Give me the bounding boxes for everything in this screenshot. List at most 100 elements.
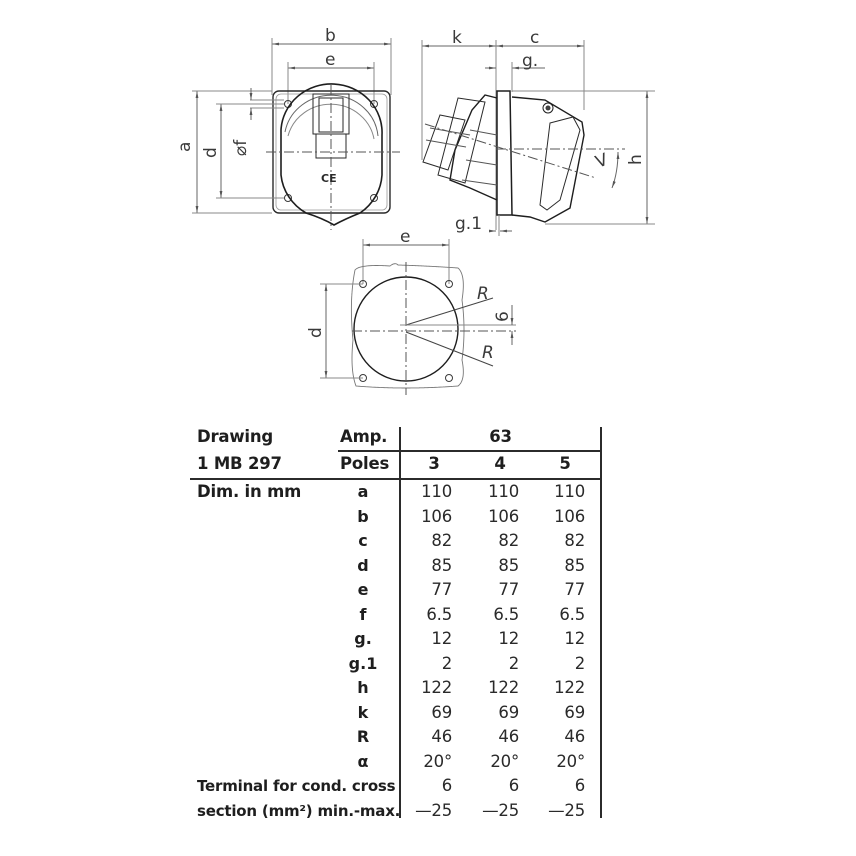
label-d: d <box>201 147 221 158</box>
label-f: ⌀f <box>231 139 251 156</box>
amp-label: Amp. <box>340 427 388 446</box>
row-value: 110 <box>488 482 519 501</box>
label-h: h <box>626 154 646 165</box>
row-value: 20° <box>423 751 452 771</box>
terminal-label-line-2: section (mm²) min.-max. <box>197 801 401 820</box>
poles-4: 4 <box>494 454 506 473</box>
label-g: g. <box>522 51 538 71</box>
poles-5: 5 <box>559 454 571 473</box>
row-value: 77 <box>564 580 585 599</box>
row-value: 46 <box>564 727 585 746</box>
row-key: b <box>357 506 369 526</box>
row-value: 20° <box>490 751 519 771</box>
row-value: 6 <box>574 776 586 795</box>
table-row: f 6.5 6.5 6.5 <box>0 603 856 628</box>
row-value: 110 <box>554 482 585 501</box>
row-key: g.1 <box>348 653 378 673</box>
row-value: 122 <box>421 678 452 697</box>
row-value: 6 <box>508 776 520 795</box>
row-value: 85 <box>564 555 585 575</box>
row-key: d <box>357 555 369 575</box>
row-value: 20° <box>556 751 585 771</box>
row-value: 77 <box>498 580 519 599</box>
side-view <box>421 40 655 236</box>
row-key: a <box>357 482 369 501</box>
panel-cutout-view <box>320 239 516 395</box>
row-key: c <box>358 531 368 550</box>
row-value: 106 <box>488 506 519 526</box>
row-value: 2 <box>508 653 520 673</box>
row-value: 82 <box>431 531 452 550</box>
row-value: 6 <box>441 776 453 795</box>
table-row-terminal-max: section (mm²) min.-max. —25 —25 —25 <box>0 799 856 824</box>
row-key: R <box>356 727 370 746</box>
table-row: g. 12 12 12 <box>0 627 856 652</box>
label-cutout-d: d <box>306 327 326 338</box>
poles-label: Poles <box>340 454 390 473</box>
technical-drawing: CE b e a d ⌀f <box>0 0 856 420</box>
table-row: e 77 77 77 <box>0 578 856 603</box>
row-value: 82 <box>498 531 519 550</box>
row-key: g. <box>354 629 372 648</box>
front-view: CE <box>192 38 400 230</box>
row-value: 106 <box>554 506 585 526</box>
row-key: e <box>357 580 369 599</box>
label-six: 6 <box>493 311 513 322</box>
row-value: 85 <box>498 555 519 575</box>
drawing-label: Drawing <box>197 427 274 446</box>
row-key: k <box>357 702 369 722</box>
amp-value: 63 <box>489 427 512 446</box>
drawing-number: 1 MB 297 <box>197 454 282 473</box>
row-value: 69 <box>564 702 585 722</box>
row-value: 85 <box>431 555 452 575</box>
row-value: 12 <box>498 629 519 648</box>
poles-3: 3 <box>428 454 440 473</box>
row-key: α <box>357 751 369 771</box>
row-key: h <box>357 678 369 697</box>
table-row: R 46 46 46 <box>0 725 856 750</box>
label-e: e <box>325 50 335 70</box>
label-k: k <box>452 28 462 48</box>
row-value: 46 <box>431 727 452 746</box>
row-value: 82 <box>564 531 585 550</box>
table-row: g.1 2 2 2 <box>0 652 856 677</box>
row-value: 106 <box>421 506 452 526</box>
label-R-top: R <box>477 284 489 304</box>
terminal-label-line-1: Terminal for cond. cross <box>197 777 396 795</box>
row-value: —25 <box>548 800 585 820</box>
table-row: d 85 85 85 <box>0 554 856 579</box>
table-row: α 20° 20° 20° <box>0 750 856 775</box>
row-key: f <box>359 604 367 624</box>
row-value: 69 <box>431 702 452 722</box>
row-value: 110 <box>421 482 452 501</box>
table-row-terminal-min: Terminal for cond. cross 6 6 6 <box>0 774 856 799</box>
table-line-right-vertical <box>600 427 602 818</box>
row-value: 46 <box>498 727 519 746</box>
row-value: 69 <box>498 702 519 722</box>
row-value: 122 <box>554 678 585 697</box>
svg-text:CE: CE <box>321 172 337 185</box>
table-row: c 82 82 82 <box>0 529 856 554</box>
label-b: b <box>325 26 336 46</box>
row-value: 12 <box>431 629 452 648</box>
table-line-left-vertical <box>399 427 401 818</box>
label-g1: g.1 <box>455 214 482 234</box>
row-value: 6.5 <box>493 604 519 624</box>
row-value: 77 <box>431 580 452 599</box>
row-value: 2 <box>441 653 453 673</box>
label-cutout-e: e <box>400 227 410 247</box>
table-row: a 110 110 110 <box>0 480 856 505</box>
row-value: 2 <box>574 653 586 673</box>
dim-label: Dim. in mm <box>197 482 302 501</box>
row-value: —25 <box>415 800 452 820</box>
row-value: 6.5 <box>426 604 452 624</box>
table-row: h 122 122 122 <box>0 676 856 701</box>
table-line-header-bottom <box>190 478 602 480</box>
label-a: a <box>175 142 195 152</box>
table-row: b 106 106 106 <box>0 505 856 530</box>
label-R-bottom: R <box>482 343 494 363</box>
label-c: c <box>530 28 539 48</box>
row-value: 122 <box>488 678 519 697</box>
row-value: 6.5 <box>559 604 585 624</box>
